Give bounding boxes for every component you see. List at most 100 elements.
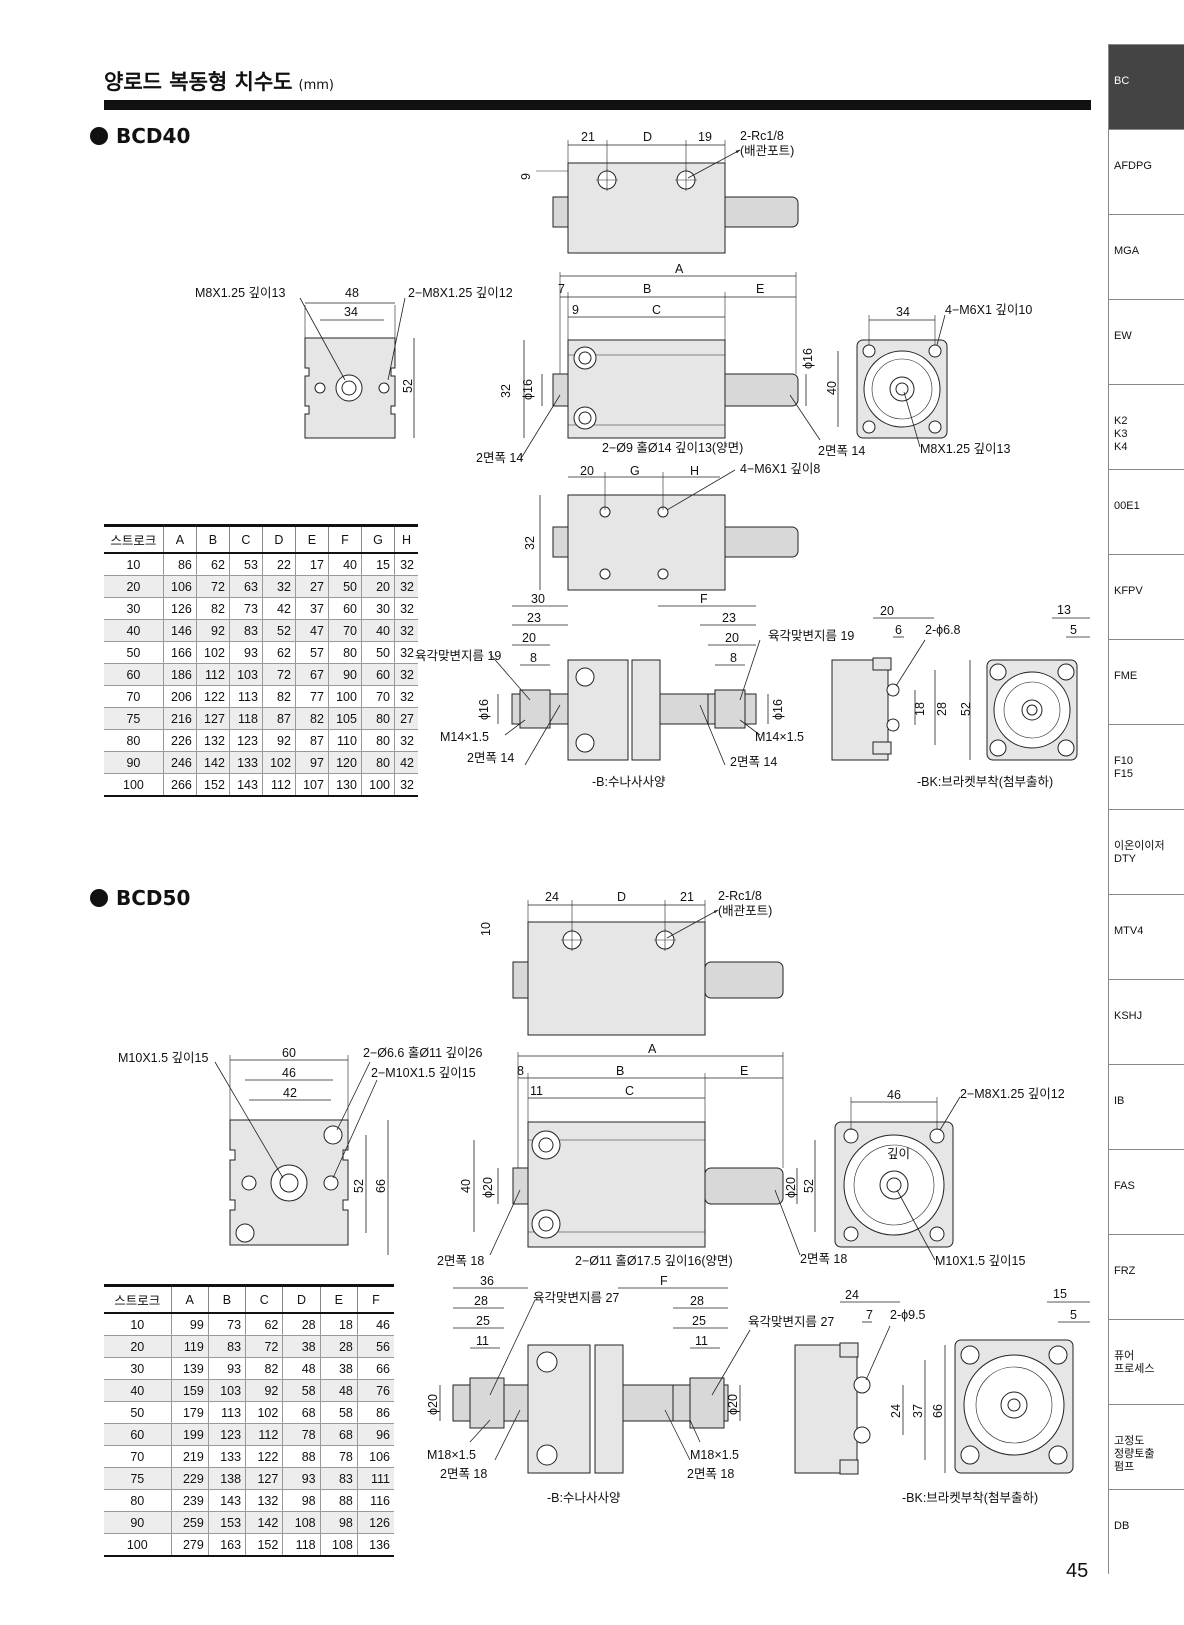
table-header-cell: A [162,524,197,554]
dimension-label: 11 [695,1334,708,1348]
sidebar-item-mtv4[interactable]: MTV4 [1108,894,1184,979]
dimension-label: 46 [282,1066,296,1080]
sidebar-item-ew[interactable]: EW [1108,299,1184,384]
dimension-label: G [630,464,640,478]
dimension-label: (배관포트) [740,144,794,158]
table-cell: 28 [319,1335,358,1358]
dimension-label: 18 [913,702,927,716]
table-cell: 246 [162,751,197,774]
sidebar-item-kfpv[interactable]: KFPV [1108,554,1184,639]
bcd40-option-b-view: 30 F 23 23 20 20 8 8 육각맞변지름 19 육각맞변지름 19… [415,592,854,789]
sidebar-item-이온이이저[interactable]: 이온이이저 DTY [1108,809,1184,894]
table-header-cell: E [319,1284,358,1314]
sidebar-item-fas[interactable]: FAS [1108,1149,1184,1234]
dimension-label: D [617,890,626,904]
table-header-cell: F [327,524,362,554]
table-cell: 139 [170,1357,209,1380]
table-cell: 70 [104,1445,172,1468]
table-cell: 87 [294,729,329,752]
table-header-cell: A [170,1284,209,1314]
bcd40-option-bk-view: 20 6 2-ϕ6.8 13 5 18 28 52 -BK:브라켓부착(첨부출하… [831,603,1090,789]
dimension-label: M8X1.25 깊이13 [920,442,1010,456]
table-cell: 123 [207,1423,246,1446]
table-cell: 32 [393,729,418,752]
sidebar-item-k2[interactable]: K2 K3 K4 [1108,384,1184,469]
dimension-label: 28 [474,1294,488,1308]
table-cell: 17 [294,553,329,576]
sidebar-item-f10[interactable]: F10 F15 [1108,724,1184,809]
table-cell: 32 [393,685,418,708]
table-cell: 106 [356,1445,394,1468]
table-cell: 113 [207,1401,246,1424]
table-cell: 27 [393,707,418,730]
bullet-icon [90,127,108,145]
table-cell: 99 [170,1313,209,1336]
table-cell: 62 [245,1313,283,1336]
dimension-label: 2면폭 18 [687,1467,734,1481]
bcd50-option-b-view: 36 F 28 28 25 25 11 11 육각맞변지름 27 육각맞변지름 … [426,1274,834,1505]
table-cell: 46 [356,1313,394,1336]
table-header-cell: C [245,1284,283,1314]
table-cell: 266 [162,773,197,797]
bcd50-option-bk-view: 24 7 2-ϕ9.5 15 5 24 37 66 -BK:브라켓부착(첨부출하… [794,1287,1090,1505]
table-cell: 27 [294,575,329,598]
table-cell: 70 [327,619,362,642]
table-cell: 133 [207,1445,246,1468]
sidebar-item-mga[interactable]: MGA [1108,214,1184,299]
sidebar-item-afdpg[interactable]: AFDPG [1108,129,1184,214]
table-cell: 70 [104,685,164,708]
dimension-label: 25 [476,1314,490,1328]
dimension-label: 8 [530,651,537,665]
dimension-label: 24 [545,890,559,904]
sidebar-item-db[interactable]: DB [1108,1489,1184,1574]
sidebar-item-kshj[interactable]: KSHJ [1108,979,1184,1064]
table-cell: 113 [228,685,263,708]
table-cell: 20 [104,575,164,598]
table-cell: 106 [162,575,197,598]
dimension-label: ϕ16 [477,699,491,720]
sidebar-item-00e1[interactable]: 00E1 [1108,469,1184,554]
table-cell: 92 [261,729,296,752]
table-cell: 48 [282,1357,321,1380]
table-cell: 82 [245,1357,283,1380]
dimension-label: ϕ16 [801,348,815,369]
table-cell: 72 [245,1335,283,1358]
table-cell: 103 [207,1379,246,1402]
table-cell: 103 [228,663,263,686]
dimension-label: 육각맞변지름 19 [768,629,854,643]
sidebar-item-ib[interactable]: IB [1108,1064,1184,1149]
table-cell: 47 [294,619,329,642]
table-cell: 186 [162,663,197,686]
dimension-label: 52 [401,379,415,393]
table-cell: 78 [319,1445,358,1468]
dimension-label: M14×1.5 [440,730,489,744]
sidebar-item-frz[interactable]: FRZ [1108,1234,1184,1319]
table-cell: 122 [245,1445,283,1468]
sidebar-item-fme[interactable]: FME [1108,639,1184,724]
table-cell: 53 [228,553,263,576]
sidebar-item-고정도[interactable]: 고정도 정량토출 펌프 [1108,1404,1184,1489]
sidebar-item-퓨어[interactable]: 퓨어 프로세스 [1108,1319,1184,1404]
table-cell: 28 [282,1313,321,1336]
table-cell: 80 [360,751,395,774]
table-cell: 67 [294,663,329,686]
dimension-label: -B:수나사사양 [547,1491,621,1505]
table-cell: 116 [356,1489,394,1512]
sidebar-item-bc[interactable]: BC [1108,44,1184,129]
dimension-label: 2-Rc1/8 [718,889,762,903]
table-cell: 10 [104,1313,172,1336]
table-cell: 102 [195,641,230,664]
table-cell: 90 [104,751,164,774]
table-header-cell: 스트로크 [104,1284,172,1314]
dimension-label: 육각맞변지름 27 [748,1315,834,1329]
table-cell: 50 [104,1401,172,1424]
table-cell: 75 [104,1467,172,1490]
dimension-label: 8 [517,1064,524,1078]
